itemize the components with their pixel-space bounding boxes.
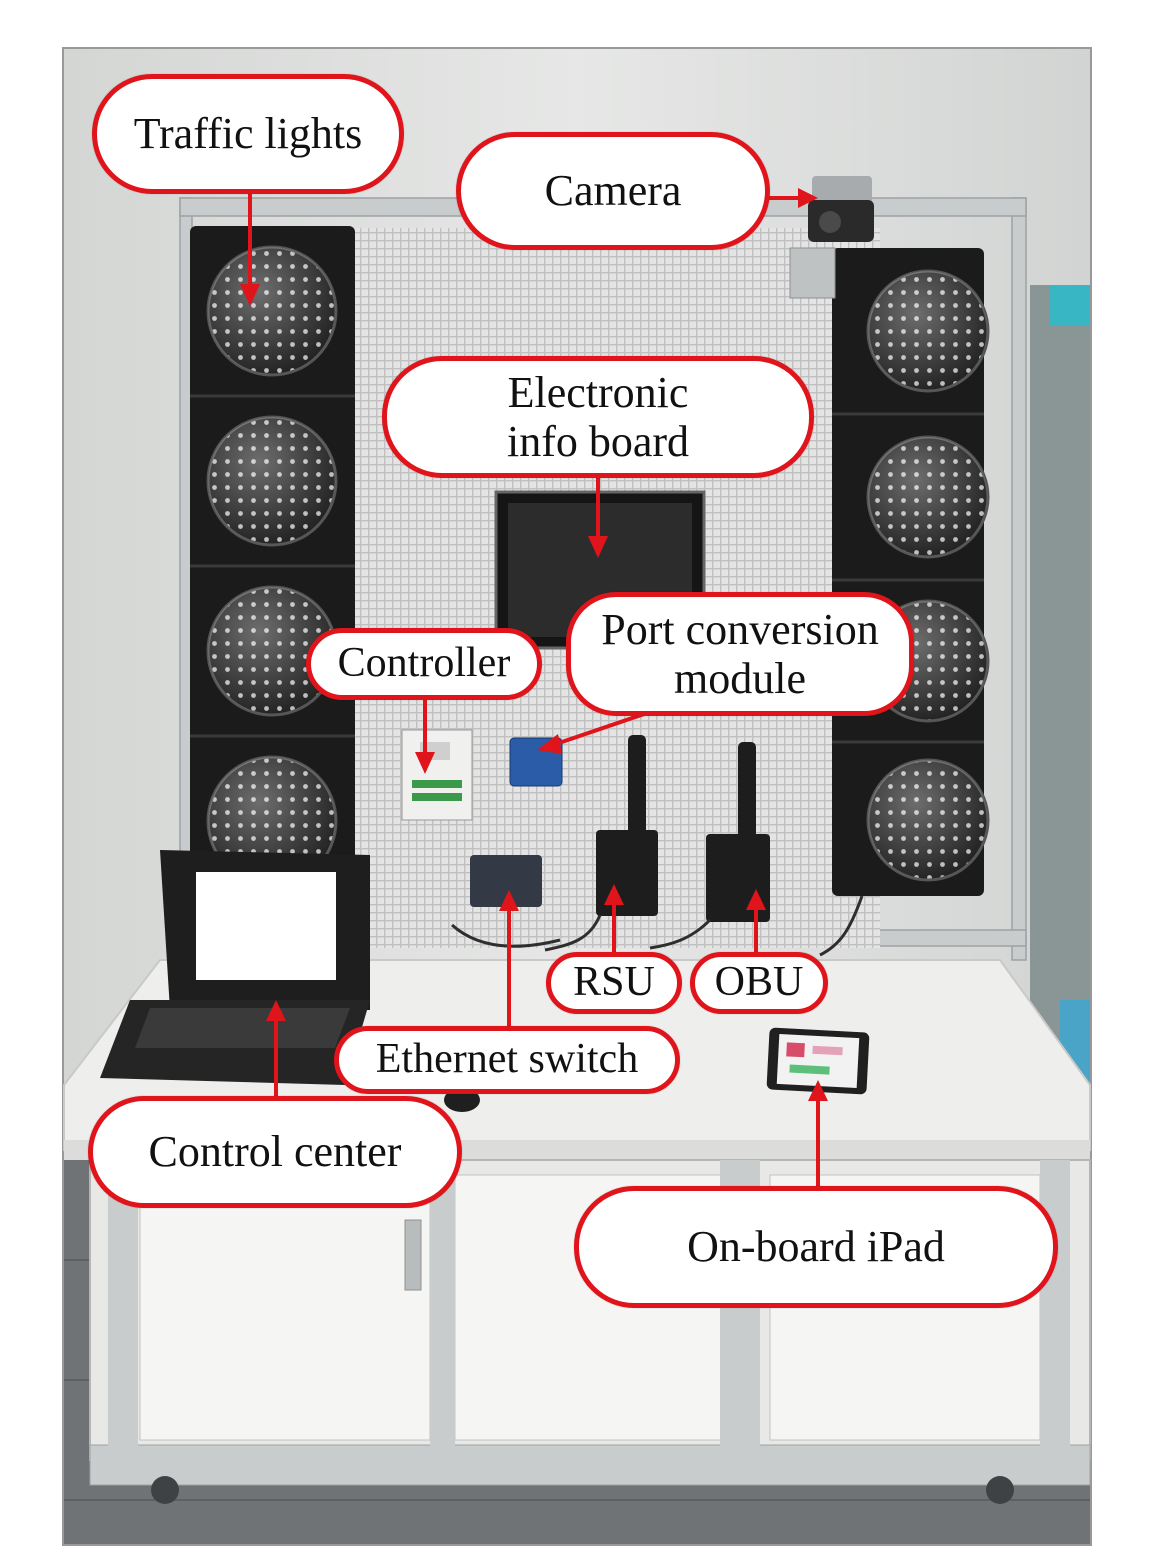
- traffic-light-left: [190, 226, 355, 912]
- arrow-traffic-lights: [240, 190, 260, 306]
- callout-ethernet-switch: Ethernet switch: [334, 1026, 680, 1094]
- ipad: [766, 1027, 870, 1095]
- arrow-obu: [746, 889, 766, 953]
- callout-controller: Controller: [306, 628, 542, 700]
- arrow-ethernet-switch: [499, 890, 519, 1030]
- callout-obu: OBU: [690, 952, 828, 1014]
- arrow-port-module: [537, 710, 651, 754]
- arrow-rsu: [604, 884, 624, 953]
- arrow-camera: [768, 188, 818, 208]
- arrow-ipad: [808, 1080, 828, 1188]
- callout-info-board: Electronic info board: [382, 356, 814, 478]
- callout-ipad: On-board iPad: [574, 1186, 1058, 1308]
- callout-control-center: Control center: [88, 1096, 462, 1208]
- callout-port-module: Port conversion module: [566, 592, 914, 716]
- callout-camera: Camera: [456, 132, 770, 250]
- callout-arrows: [240, 188, 828, 1188]
- ethernet-switch-device: [470, 855, 542, 907]
- laptop: [100, 850, 370, 1085]
- arrow-controller: [415, 698, 435, 774]
- callout-rsu: RSU: [546, 952, 682, 1014]
- controller-device: [401, 729, 473, 821]
- mouse: [444, 1088, 480, 1112]
- traffic-light-right: [832, 248, 990, 896]
- arrow-control-center: [266, 1000, 286, 1098]
- callout-traffic-lights: Traffic lights: [92, 74, 404, 194]
- camera-device: [789, 176, 874, 299]
- arrow-info-board: [588, 478, 608, 558]
